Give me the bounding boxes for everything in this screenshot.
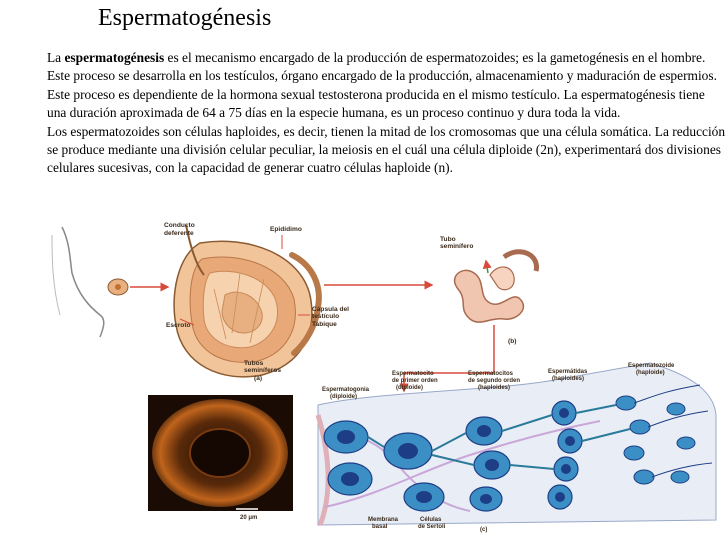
label-espermatogonia-1: Espermatogonia: [322, 387, 370, 393]
label-scale: 20 μm: [240, 515, 257, 521]
paragraph-1-rest: es el mecanismo encargado de la producci…: [47, 50, 717, 121]
label-membrana-1: Membrana: [368, 517, 399, 523]
paragraph-1: La espermatogénesis es el mecanismo enca…: [47, 49, 727, 123]
label-espermatozoide-2: (haploide): [636, 370, 665, 376]
body-silhouette: [51, 226, 129, 338]
leader-escroto: [179, 318, 195, 326]
label-panel-c: (c): [480, 527, 487, 533]
label-tubo-1: Tubo: [440, 236, 456, 243]
label-sertoli-1: Células: [420, 517, 442, 523]
paragraph-1-lead: La: [47, 50, 65, 65]
term-espermatogenesis: espermatogénesis: [64, 50, 165, 65]
label-conducto-1: Conducto: [164, 222, 195, 229]
label-tubo-2: seminífero: [440, 243, 473, 250]
label-espermatogonia-2: (diploide): [330, 394, 357, 400]
label-espermatozoide-1: Espermatozoide: [628, 363, 675, 369]
label-tubos-1: Tubos: [244, 360, 264, 367]
label-espermatidas-2: (haploides): [552, 376, 584, 382]
label-primer-2: de primer orden: [392, 378, 438, 384]
label-capsula-2: testículo: [312, 313, 339, 320]
spermatogenesis-figure: Conducto deferente Epidídimo Cápsula del…: [0, 215, 728, 546]
label-segundo-2: de segundo orden: [468, 378, 520, 384]
label-panel-b: (b): [508, 338, 516, 345]
label-escroto: Escroto: [166, 322, 191, 329]
slide-title: Espermatogénesis: [98, 5, 272, 31]
paragraph-2: Los espermatozoides son células haploide…: [47, 123, 726, 176]
micrograph: [148, 395, 293, 511]
figure-drawing: Conducto deferente Epidídimo Cápsula del…: [51, 222, 717, 533]
label-segundo-1: Espermatocitos: [468, 371, 514, 377]
label-primer-1: Espermatocito: [392, 371, 434, 377]
label-tubos-2: seminíferos: [244, 367, 281, 374]
label-epididimo: Epidídimo: [270, 226, 302, 233]
label-segundo-3: (haploides): [478, 385, 510, 391]
label-conducto-2: deferente: [164, 230, 194, 237]
testis-section: [173, 224, 322, 378]
label-panel-a: (a): [254, 375, 262, 382]
arrow-tubule-to-cells: [399, 325, 495, 393]
label-membrana-2: basal: [372, 524, 388, 530]
body-text: La espermatogénesis es el mecanismo enca…: [47, 49, 727, 178]
cell-lineage-panel: [315, 362, 717, 526]
seminiferous-tubule: [453, 249, 539, 323]
label-tabique: Tabique: [312, 321, 337, 328]
label-capsula-1: Cápsula del: [312, 306, 349, 313]
label-primer-3: (diploide): [396, 385, 423, 391]
label-sertoli-2: de Sertoli: [418, 524, 446, 530]
label-espermatidas-1: Espermátidas: [548, 369, 588, 375]
